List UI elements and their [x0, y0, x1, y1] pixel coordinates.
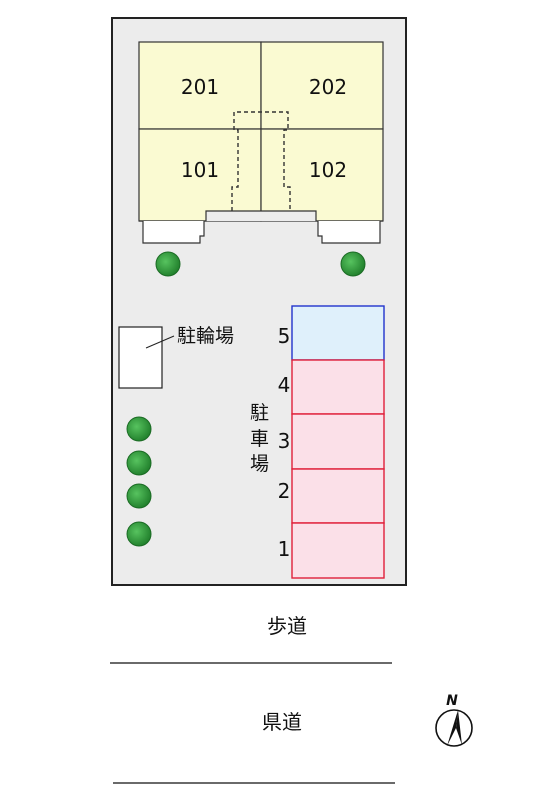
building [138, 41, 384, 244]
bicycle-parking-leader-line [145, 335, 175, 349]
parking-space-1 [291, 522, 385, 579]
unit-202-label: 202 [309, 75, 347, 99]
trees [126, 251, 366, 547]
unit-102-room [260, 128, 384, 222]
parking-label-char-3: 場 [250, 453, 269, 475]
prefectural-road-label: 県道 [262, 710, 302, 734]
parking-space-1-number: 1 [278, 537, 291, 561]
tree-icon [155, 251, 181, 277]
unit-102-label: 102 [309, 158, 347, 182]
parking-space-4-number: 4 [278, 373, 291, 397]
north-label: N [446, 693, 458, 709]
unit-202-room [260, 41, 384, 130]
parking-space-2-number: 2 [278, 479, 291, 503]
parking-space-3 [291, 413, 385, 470]
tree-icon [340, 251, 366, 277]
porch-left [142, 221, 205, 244]
parking-lot [291, 305, 385, 579]
parking-label-char-2: 車 [250, 428, 269, 450]
bicycle-parking-label: 駐輪場 [177, 325, 234, 347]
unit-101-room [138, 128, 262, 222]
unit-101-label: 101 [181, 158, 219, 182]
parking-label-char-1: 駐 [250, 402, 269, 424]
tree-icon [126, 450, 152, 476]
parking-space-5 [291, 305, 385, 361]
entrance-recess [206, 211, 316, 221]
tree-icon [126, 483, 152, 509]
parking-space-2 [291, 468, 385, 524]
tree-icon [126, 521, 152, 547]
porch-right [317, 221, 381, 244]
unit-201-room [138, 41, 262, 130]
tree-icon [126, 416, 152, 442]
parking-space-4 [291, 359, 385, 415]
north-arrow-icon [435, 709, 473, 747]
sidewalk-label: 歩道 [267, 614, 307, 638]
staircase-outline [231, 111, 291, 211]
parking-space-3-number: 3 [278, 429, 291, 453]
unit-201-label: 201 [181, 75, 219, 99]
parking-space-5-number: 5 [278, 324, 291, 348]
bicycle-parking-area [118, 326, 163, 389]
